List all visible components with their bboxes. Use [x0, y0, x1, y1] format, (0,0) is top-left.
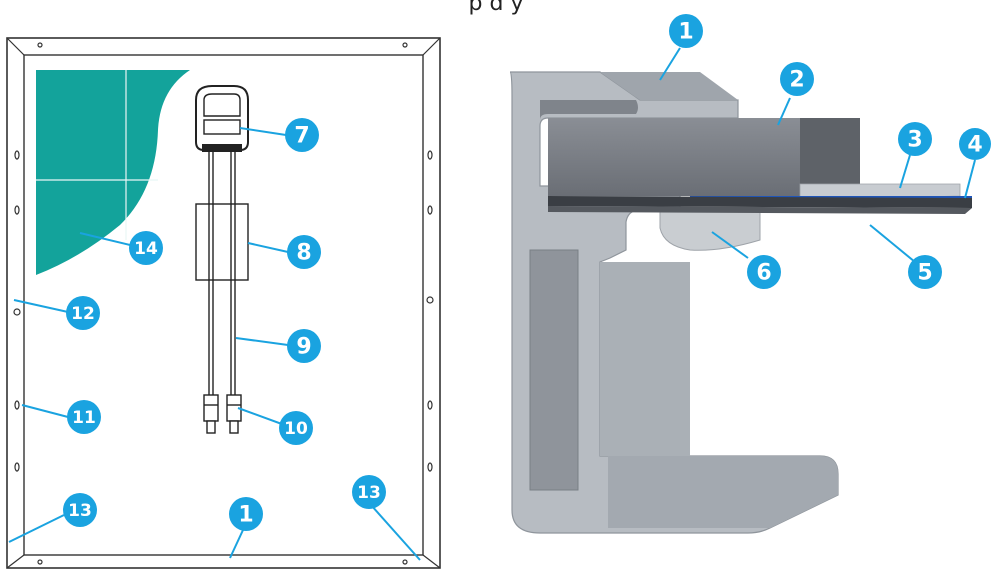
svg-text:1: 1 — [678, 20, 693, 45]
badge-1-left: 1 — [229, 497, 263, 531]
sealant — [659, 209, 761, 251]
svg-text:9: 9 — [296, 335, 311, 360]
svg-text:8: 8 — [296, 241, 311, 266]
backsheet-layer — [548, 196, 972, 208]
frame-cross-section — [509, 71, 972, 534]
svg-text:13: 13 — [357, 483, 381, 503]
badge-10: 10 — [279, 411, 313, 445]
output-cables — [208, 152, 236, 395]
badge-8: 8 — [287, 235, 321, 269]
badge-13-right: 13 — [352, 475, 386, 509]
badge-14: 14 — [129, 231, 163, 265]
badge-9: 9 — [287, 329, 321, 363]
svg-text:3: 3 — [907, 128, 922, 153]
badge-2: 2 — [780, 62, 814, 96]
badge-11: 11 — [67, 400, 101, 434]
left-leader-lines — [8, 127, 421, 561]
frame-corner-line — [422, 554, 441, 569]
right-badges: 1 2 3 4 5 6 — [669, 14, 991, 289]
nameplate-label — [195, 203, 249, 281]
svg-text:13: 13 — [68, 501, 92, 521]
frame-web-shadow — [600, 262, 690, 456]
dark-glass-block — [548, 118, 860, 196]
svg-text:5: 5 — [917, 261, 932, 286]
solar-cell-cutaway — [36, 70, 190, 275]
frame-corner-line — [6, 554, 25, 569]
top-caption-partial: p d y — [468, 0, 524, 16]
frame-top-lip — [600, 72, 738, 100]
dark-glass-side — [800, 118, 860, 196]
left-badges: 7 8 9 10 11 12 13 13 14 1 — [63, 118, 386, 531]
frame-bottom-flange — [608, 456, 838, 528]
svg-text:11: 11 — [72, 408, 96, 428]
junction-box — [195, 85, 249, 152]
cell-grid-lines — [36, 70, 158, 240]
badge-12: 12 — [66, 296, 100, 330]
badge-1-right: 1 — [669, 14, 703, 48]
badge-5: 5 — [908, 255, 942, 289]
badge-13-left: 13 — [63, 493, 97, 527]
badge-3: 3 — [898, 122, 932, 156]
svg-text:14: 14 — [134, 239, 158, 259]
frame-hollow-chamber — [529, 249, 579, 491]
badge-7: 7 — [285, 118, 319, 152]
backsheet-bottom-edge — [548, 206, 972, 214]
frame-slot — [540, 100, 638, 120]
mc4-connectors — [203, 394, 242, 434]
badge-4: 4 — [959, 128, 991, 160]
right-leader-lines — [659, 47, 976, 263]
svg-text:2: 2 — [789, 68, 804, 93]
svg-text:12: 12 — [71, 304, 95, 324]
frame-corner-line — [6, 37, 25, 56]
svg-text:7: 7 — [294, 124, 309, 149]
svg-text:4: 4 — [967, 133, 982, 158]
badge-6: 6 — [747, 255, 781, 289]
svg-text:1: 1 — [238, 503, 253, 528]
svg-text:6: 6 — [756, 261, 771, 286]
frame-corner-line — [422, 37, 441, 56]
frame-mounting-holes — [13, 42, 434, 565]
svg-text:10: 10 — [284, 419, 308, 439]
